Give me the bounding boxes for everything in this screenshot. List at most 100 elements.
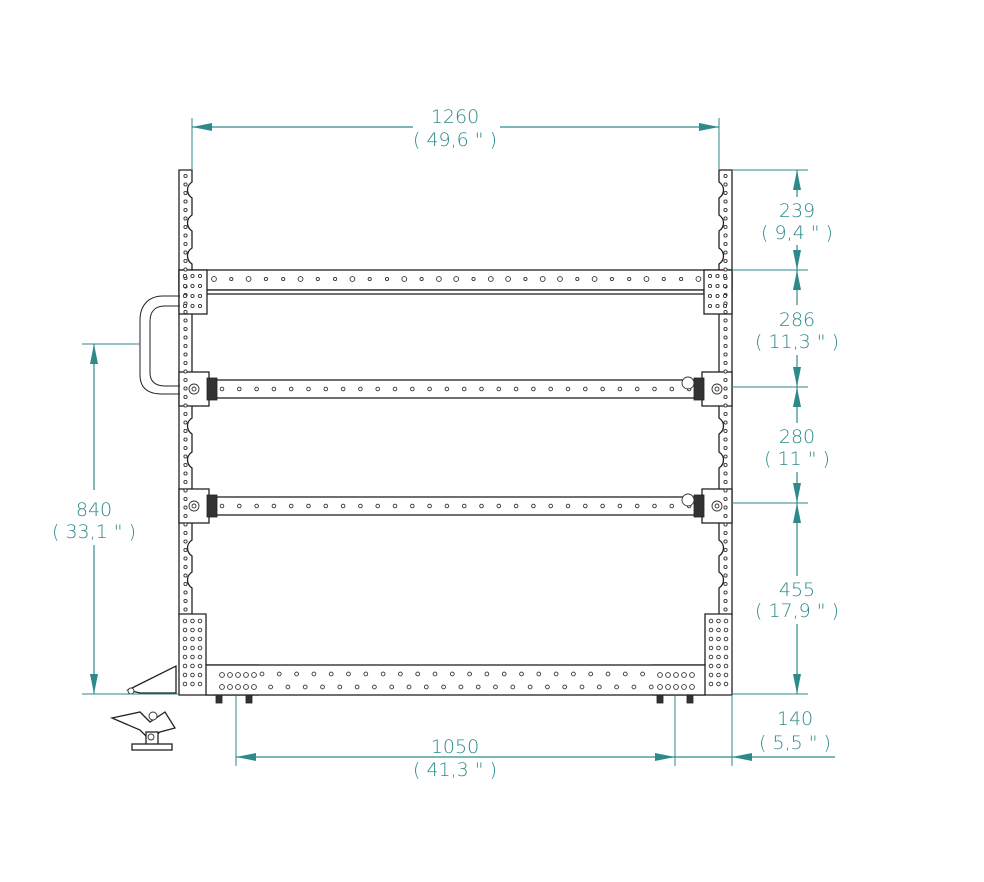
frame-hole — [191, 386, 197, 392]
frame-hole — [367, 276, 372, 282]
frame-hole — [389, 684, 395, 690]
frame-hole — [219, 386, 225, 392]
frame-hole — [723, 428, 728, 434]
frame-hole — [183, 530, 188, 536]
frame-hole — [197, 303, 203, 309]
frame-hole — [183, 556, 188, 561]
frame-hole — [227, 684, 233, 690]
frame-hole — [707, 273, 713, 279]
frame-hole — [634, 503, 640, 509]
frame-hole — [458, 684, 464, 690]
frame-hole — [707, 283, 713, 289]
frame-hole — [665, 684, 671, 690]
frame-hole — [190, 273, 195, 279]
frame-hole — [328, 671, 334, 677]
frame-hole — [723, 241, 728, 247]
frame-hole — [723, 190, 728, 196]
frame-hole — [197, 654, 203, 660]
frame-hole — [519, 671, 524, 677]
frame-hole — [723, 496, 728, 502]
frame-hole — [183, 428, 188, 434]
frame-hole — [182, 636, 188, 642]
frame-hole — [340, 503, 346, 509]
frame-hole — [600, 503, 605, 509]
frame-hole — [182, 681, 188, 687]
frame-hole — [723, 199, 728, 204]
frame-hole — [285, 684, 291, 690]
frame-hole — [182, 645, 188, 651]
dimension-right-column: 239 ( 9,4 " ) 286 ( 11,3 " ) 280 ( 11 " … — [732, 169, 839, 695]
frame-hole — [679, 276, 684, 282]
frame-hole — [723, 471, 728, 476]
frame-hole — [708, 645, 714, 651]
frame-hole — [237, 386, 242, 392]
frame-hole — [648, 684, 654, 690]
frame-hole — [219, 684, 225, 690]
frame-hole — [723, 654, 729, 660]
frame-hole — [467, 671, 472, 677]
frame-hole — [235, 672, 241, 678]
frame-hole — [183, 471, 188, 476]
frame-hole — [311, 671, 317, 677]
frame-hole — [562, 684, 568, 690]
frame-hole — [243, 684, 249, 690]
frame-hole — [475, 684, 481, 690]
frame-hole — [707, 293, 713, 299]
frame-hole — [197, 672, 203, 678]
frame-hole — [183, 207, 188, 213]
frame-hole — [183, 318, 188, 323]
frame-hole — [183, 250, 188, 255]
dim-bottom-gap-value: 455 — [779, 579, 815, 601]
frame-hole — [183, 241, 188, 247]
frame-hole — [219, 672, 225, 678]
frame-hole — [722, 303, 728, 309]
frame-hole — [183, 573, 188, 578]
frame-hole — [398, 671, 403, 677]
frame-hole — [410, 386, 415, 392]
frame-hole — [716, 663, 721, 669]
frame-hole — [596, 684, 602, 690]
frame-hole — [723, 377, 728, 383]
shelf-1-left-jaw — [206, 377, 218, 401]
frame-hole — [406, 684, 412, 690]
push-handle — [139, 295, 180, 395]
caster-stud-4 — [686, 694, 694, 704]
frame-hole — [708, 672, 714, 678]
frame-hole — [553, 671, 559, 677]
frame-hole — [484, 671, 490, 677]
frame-hole — [723, 645, 729, 651]
frame-hole — [723, 411, 728, 417]
frame-hole — [579, 684, 585, 690]
frame-hole — [723, 581, 728, 587]
frame-hole — [235, 684, 241, 690]
frame-hole — [643, 276, 650, 282]
frame-hole — [536, 671, 542, 677]
frame-hole — [337, 684, 343, 690]
frame-hole — [449, 671, 455, 677]
frame-hole — [716, 618, 721, 624]
frame-hole — [183, 607, 188, 612]
frame-hole — [661, 276, 666, 282]
frame-hole — [245, 276, 252, 282]
frame-hole — [182, 303, 188, 309]
frame-hole — [722, 283, 728, 289]
frame-hole — [183, 539, 188, 544]
frame-hole — [183, 522, 188, 527]
frame-hole — [723, 233, 728, 238]
frame-hole — [251, 672, 257, 678]
frame-hole — [681, 672, 687, 678]
dim-overall-width-value: 1260 — [431, 106, 479, 128]
frame-hole — [723, 462, 728, 468]
frame-hole — [183, 420, 188, 425]
frame-hole — [444, 386, 450, 392]
frame-hole — [723, 445, 728, 451]
frame-hole — [183, 581, 188, 587]
frame-hole — [723, 618, 729, 624]
frame-hole — [259, 671, 265, 677]
frame-hole — [714, 503, 720, 509]
frame-hole — [501, 671, 507, 677]
frame-hole — [723, 454, 728, 459]
frame-hole — [302, 684, 308, 690]
frame-hole — [183, 411, 188, 417]
frame-hole — [183, 173, 188, 179]
